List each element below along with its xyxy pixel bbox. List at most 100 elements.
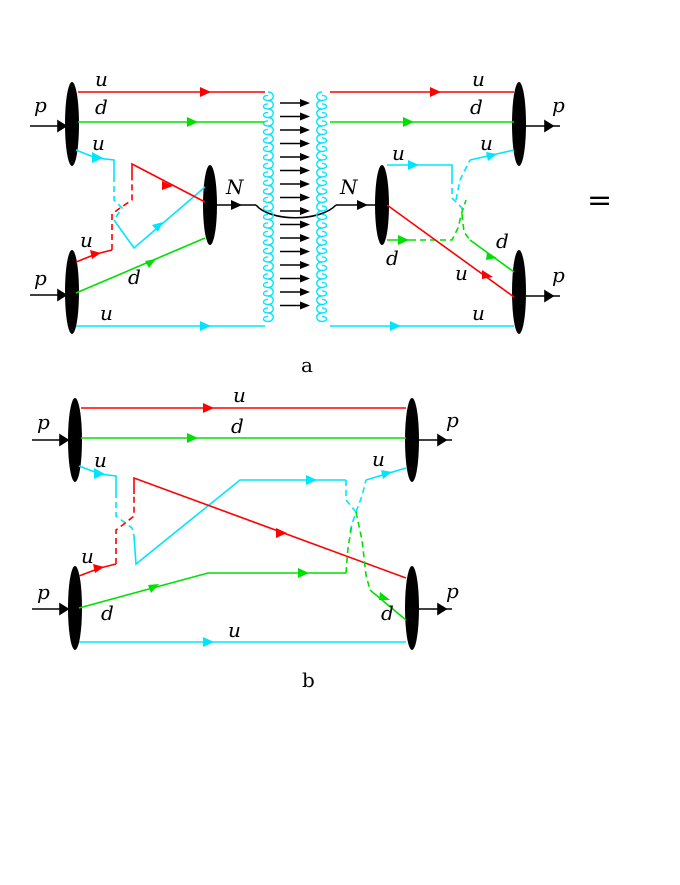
- exchange-arrow-head: [300, 207, 310, 215]
- label-p: p: [446, 579, 459, 603]
- exchange-arrow-head: [300, 274, 310, 283]
- label-u: u: [92, 131, 105, 155]
- label-N: N: [225, 175, 245, 199]
- arrow-head: [145, 259, 156, 268]
- quark-line-dashed: [410, 199, 467, 241]
- quark-line: [75, 237, 206, 294]
- arrow-head: [187, 117, 198, 127]
- arrow-head: [390, 321, 401, 331]
- label-u: u: [455, 261, 468, 285]
- quark-line: [369, 589, 407, 621]
- arrow-head: [203, 637, 214, 647]
- arrow-head: [276, 528, 287, 538]
- label-d: d: [101, 601, 114, 625]
- proton-blob: [512, 82, 526, 166]
- label-u: u: [80, 228, 93, 252]
- quark-line-dashed: [451, 178, 463, 214]
- arrow-head: [94, 468, 105, 479]
- quark-line: [75, 149, 115, 176]
- arrow-head: [90, 250, 101, 259]
- quark-line: [133, 479, 346, 566]
- quark-line-dashed: [345, 523, 353, 574]
- label-u: u: [472, 67, 485, 91]
- quark-line-dashed: [345, 480, 357, 533]
- arrow-head: [403, 117, 414, 127]
- exchange-arrow-head: [300, 193, 310, 202]
- proton-blob: [65, 82, 79, 166]
- quark-line: [386, 204, 515, 298]
- quark-line: [78, 572, 346, 609]
- arrow-head: [306, 475, 317, 485]
- label-p: p: [37, 410, 50, 434]
- arrow-head: [430, 87, 441, 97]
- proton-blob: [68, 398, 82, 482]
- exchange-arrow-head: [300, 288, 310, 296]
- caption-b: b: [302, 668, 315, 692]
- arrow-head: [148, 584, 159, 593]
- label-u: u: [472, 301, 485, 325]
- label-u: u: [233, 383, 246, 407]
- arrow-head: [398, 235, 409, 245]
- quark-line-dashed: [115, 492, 135, 537]
- arrow-head: [162, 181, 173, 190]
- exchange-arrow-head: [300, 153, 310, 161]
- arrow-head: [298, 568, 309, 578]
- exchange-arrow-head: [300, 234, 310, 242]
- exchange-arrow-head: [300, 139, 310, 148]
- caption-a: a: [301, 353, 313, 377]
- quark-line-dashed: [115, 494, 135, 564]
- label-u: u: [95, 67, 108, 91]
- exchange-arc: [255, 204, 337, 219]
- exchange-arrow-head: [300, 220, 310, 229]
- label-d: d: [386, 246, 399, 270]
- quark-line: [387, 164, 453, 178]
- quark-line-dashed: [113, 176, 124, 221]
- label-u: u: [480, 131, 493, 155]
- quark-line: [78, 465, 117, 492]
- nucleon-blob: [375, 165, 389, 245]
- arrow-head: [93, 564, 104, 573]
- quark-line: [113, 186, 206, 250]
- label-d: d: [95, 95, 108, 119]
- label-u: u: [372, 447, 385, 471]
- proton-blob: [65, 250, 79, 334]
- proton-arrow: [30, 119, 560, 303]
- label-p: p: [34, 266, 47, 290]
- label-p: p: [37, 580, 50, 604]
- gluon-ladder: [262, 91, 328, 323]
- label-d: d: [381, 601, 394, 625]
- arrow-head: [381, 470, 392, 479]
- quark-line-dashed: [355, 511, 371, 591]
- arrow-head: [379, 592, 390, 600]
- label-p: p: [552, 263, 565, 287]
- label-d: d: [496, 229, 509, 253]
- exchange-arrow-head: [300, 166, 310, 175]
- quark-line: [133, 476, 407, 579]
- exchange-arrow-head: [300, 112, 310, 121]
- arrow-head: [486, 252, 497, 260]
- label-N: N: [339, 175, 359, 199]
- gluon-line: [262, 91, 274, 323]
- label-p: p: [446, 408, 459, 432]
- exchange-arrow-head: [300, 126, 310, 134]
- arrow-head: [357, 200, 368, 210]
- quark-line-dashed: [111, 178, 133, 250]
- exchange-arrow-head: [300, 301, 310, 310]
- label-d: d: [470, 95, 483, 119]
- label-u: u: [100, 301, 113, 325]
- label-d: d: [128, 265, 141, 289]
- exchange-arrow-head: [300, 247, 310, 256]
- diagram-b: p u d p u u u p d d p u b: [32, 383, 459, 692]
- arrow-head: [482, 270, 493, 279]
- arrow-head: [203, 403, 214, 413]
- arrow-head: [152, 222, 163, 232]
- arrow-head: [200, 87, 211, 97]
- exchange-arrow-head: [300, 99, 310, 107]
- arrow-head: [200, 321, 211, 331]
- label-u: u: [81, 544, 94, 568]
- label-u: u: [228, 618, 241, 642]
- quark-line-dashed: [461, 213, 471, 241]
- quark-line-dashed: [455, 159, 471, 201]
